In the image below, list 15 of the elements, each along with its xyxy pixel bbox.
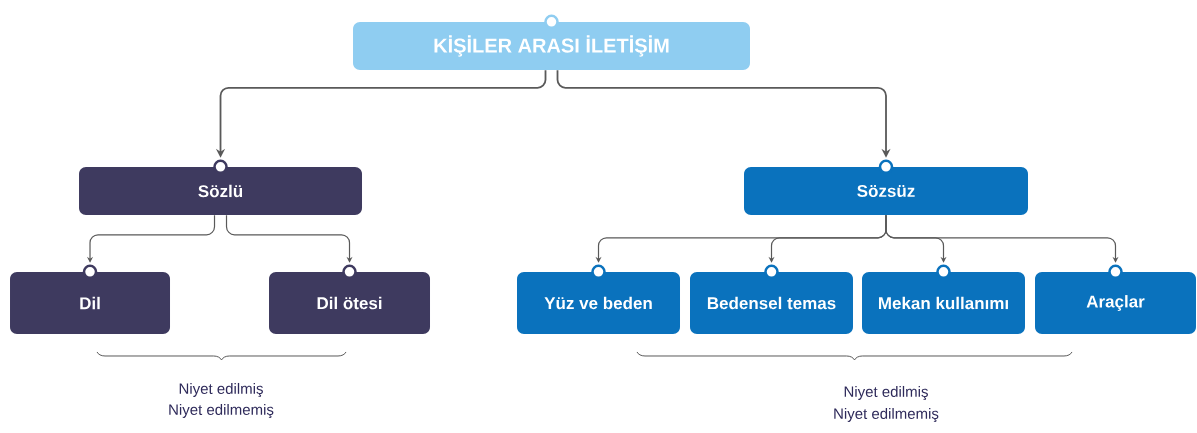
- category-box: Sözsüz: [744, 159, 1028, 215]
- note-text: Niyet edilmemiş: [834, 407, 939, 422]
- category-box: Bedensel temas: [690, 264, 853, 334]
- category-box: Yüz ve beden: [517, 264, 680, 334]
- note-text: Niyet edilmemiş: [169, 403, 274, 418]
- category-box: Mekan kullanımı: [862, 264, 1025, 334]
- category-box: Sözlü: [79, 159, 362, 215]
- category-box: Araçlar: [1035, 264, 1196, 334]
- category-box: Dil: [10, 264, 170, 334]
- arrow: [885, 214, 1119, 263]
- note-text: Niyet edilmiş: [179, 382, 263, 397]
- category-box: Dil ötesi: [269, 264, 430, 334]
- note-text: Niyet edilmiş: [844, 385, 928, 400]
- title-box: KİŞİLER ARASI İLETİŞİM: [353, 14, 750, 70]
- arrow: [225, 214, 353, 263]
